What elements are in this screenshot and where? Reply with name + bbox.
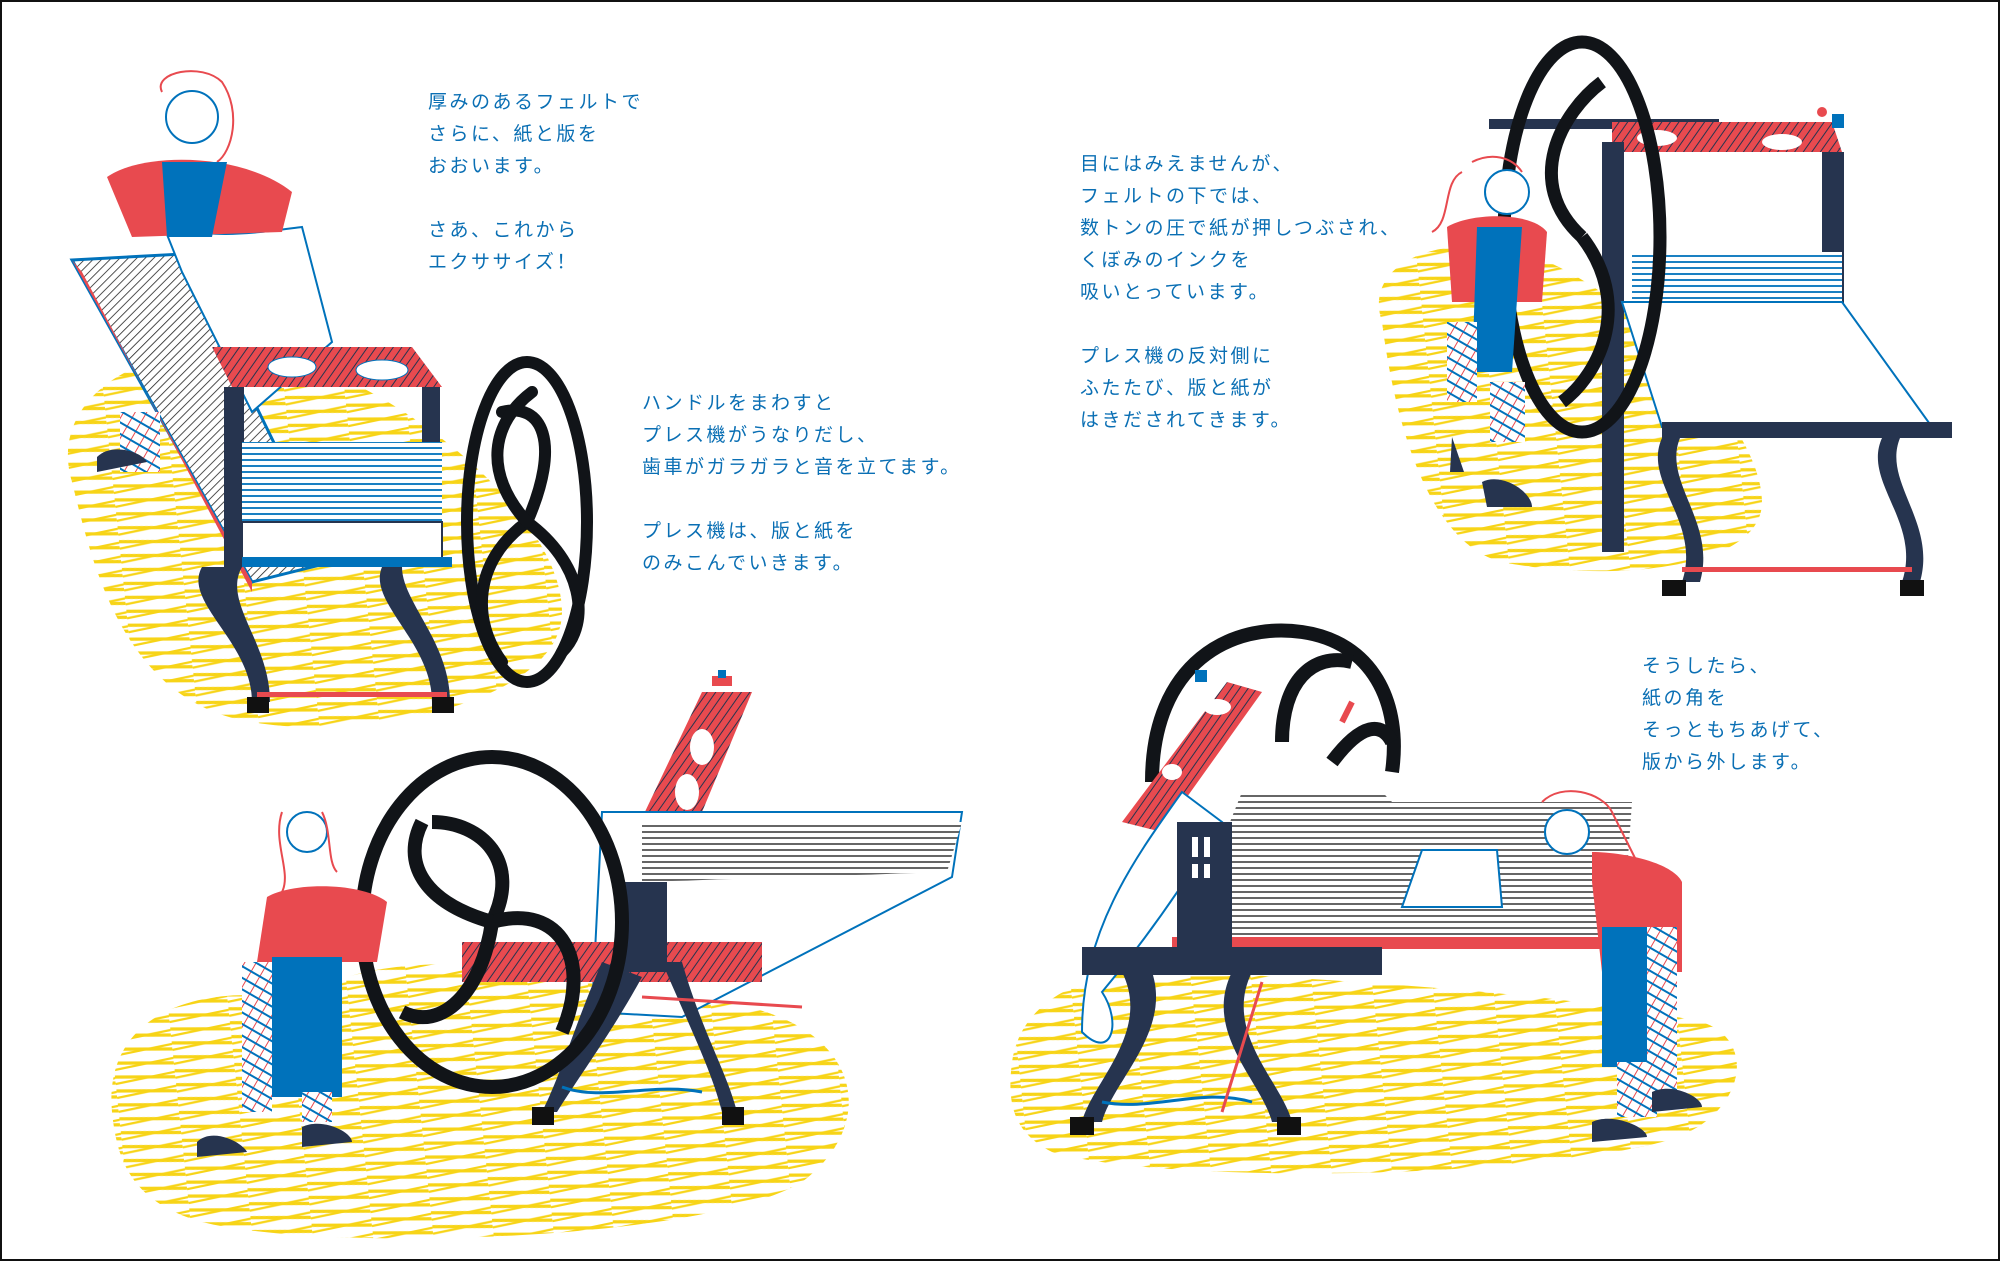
scene-bottom-right [1010,623,1737,1174]
scene-top-right [1378,35,1952,596]
text-block-lift-paper: そうしたら、 紙の角を そっともちあげて、 版から外します。 [1642,650,1835,778]
text-line: のみこんでいきます。 [642,552,855,574]
text-line: フェルトの下では、 [1080,185,1274,207]
text-line: プレス機の反対側に [1080,345,1274,367]
text-line: くぼみのインクを [1080,249,1253,271]
paragraph-gap [642,483,962,515]
text-line: 目にはみえませんが、 [1080,153,1295,175]
text-block-felt: 厚みのあるフェルトで さらに、紙と版を おおいます。 さあ、これから エクササイ… [428,86,643,278]
text-line: はきだされてきます。 [1080,409,1292,431]
text-line: 厚みのあるフェルトで [428,91,644,113]
paragraph-gap [1080,308,1402,340]
text-line: そうしたら、 [1642,655,1772,677]
scene-top-left [67,70,593,728]
text-line: さらに、紙と版を [428,123,600,145]
text-line: そっともちあげて、 [1642,719,1835,741]
text-line: 版から外します。 [1642,751,1813,773]
text-block-handle: ハンドルをまわすと プレス機がうなりだし、 歯車がガラガラと音を立てます。 プレ… [642,387,962,579]
text-line: ハンドルをまわすと [642,392,836,414]
text-line: エクササイズ！ [428,251,578,273]
text-line: 歯車がガラガラと音を立てます。 [642,456,962,478]
text-line: 紙の角を [1642,687,1729,709]
text-line: さあ、これから [428,219,579,241]
paragraph-gap [428,182,643,214]
text-line: 吸いとっています。 [1080,281,1271,303]
text-line: ふたたび、版と紙が [1080,377,1274,399]
text-block-pressure: 目にはみえませんが、 フェルトの下では、 数トンの圧で紙が押しつぶされ、 くぼみ… [1080,148,1402,436]
text-line: 数トンの圧で紙が押しつぶされ、 [1080,217,1402,239]
text-line: プレス機がうなりだし、 [642,424,879,446]
text-line: プレス機は、版と紙を [642,520,858,542]
scene-bottom-left [111,670,964,1239]
text-line: おおいます。 [428,155,556,177]
